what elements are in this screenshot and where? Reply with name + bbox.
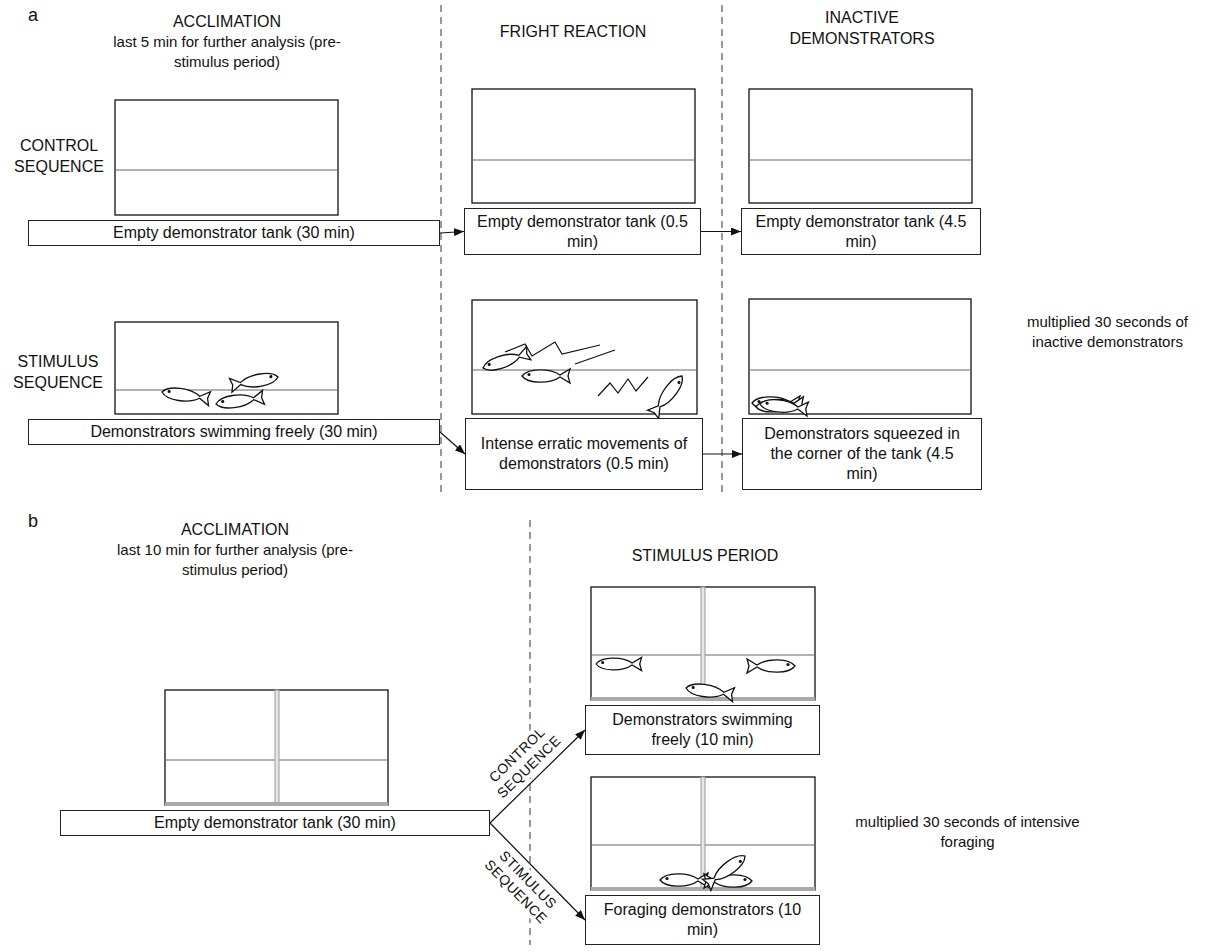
box-text: Demonstrators squeezed in the corner of … xyxy=(755,424,969,484)
box-text: Empty demonstrator tank (4.5 min) xyxy=(754,212,968,252)
process-box: Intense erratic movements of demonstrato… xyxy=(465,418,703,490)
row-label: STIMULUS SEQUENCE xyxy=(2,352,114,394)
side-note: multiplied 30 seconds of inactive demons… xyxy=(1005,312,1210,351)
box-text: Empty demonstrator tank (30 min) xyxy=(73,813,477,833)
box-text: Empty demonstrator tank (30 min) xyxy=(41,223,427,243)
box-text: Demonstrators swimming freely (10 min) xyxy=(598,710,807,750)
process-box: Foraging demonstrators (10 min) xyxy=(585,895,820,945)
process-box: Demonstrators squeezed in the corner of … xyxy=(742,418,982,490)
section-note: last 5 min for further analysis (pre-sti… xyxy=(107,32,347,71)
divided-tank xyxy=(165,587,815,891)
section-note: last 10 min for further analysis (pre-st… xyxy=(105,540,365,579)
process-box: Empty demonstrator tank (30 min) xyxy=(60,810,490,836)
section-heading: FRIGHT REACTION xyxy=(473,22,673,43)
arrow-connector xyxy=(440,232,464,234)
side-note: multiplied 30 seconds of intensive forag… xyxy=(855,812,1080,851)
edge-label: STIMULUS SEQUENCE xyxy=(480,843,566,929)
section-heading: ACCLIMATION xyxy=(135,520,335,541)
arrow-connector xyxy=(440,432,465,454)
box-text: Empty demonstrator tank (0.5 min) xyxy=(477,212,688,252)
panel-letter: b xyxy=(28,510,58,533)
panel-letter: a xyxy=(28,4,58,27)
section-heading: INACTIVE DEMONSTRATORS xyxy=(782,8,942,50)
arrow-connector xyxy=(703,453,742,454)
process-box: Demonstrators swimming freely (30 min) xyxy=(28,419,440,445)
process-box: Demonstrators swimming freely (10 min) xyxy=(585,705,820,755)
box-text: Foraging demonstrators (10 min) xyxy=(598,900,807,940)
section-heading: STIMULUS PERIOD xyxy=(605,546,805,567)
box-text: Demonstrators swimming freely (30 min) xyxy=(41,422,427,442)
erratic-path xyxy=(505,342,648,396)
process-box: Empty demonstrator tank (4.5 min) xyxy=(741,208,981,255)
process-box: Empty demonstrator tank (0.5 min) xyxy=(464,208,701,255)
process-box: Empty demonstrator tank (30 min) xyxy=(28,220,440,246)
row-label: CONTROL SEQUENCE xyxy=(4,136,114,178)
box-text: Intense erratic movements of demonstrato… xyxy=(478,434,690,474)
edge-label: CONTROL SEQUENCE xyxy=(480,718,566,804)
dashed-divider xyxy=(441,5,722,945)
arrow-connector xyxy=(701,231,741,232)
section-heading: ACCLIMATION xyxy=(127,12,327,33)
